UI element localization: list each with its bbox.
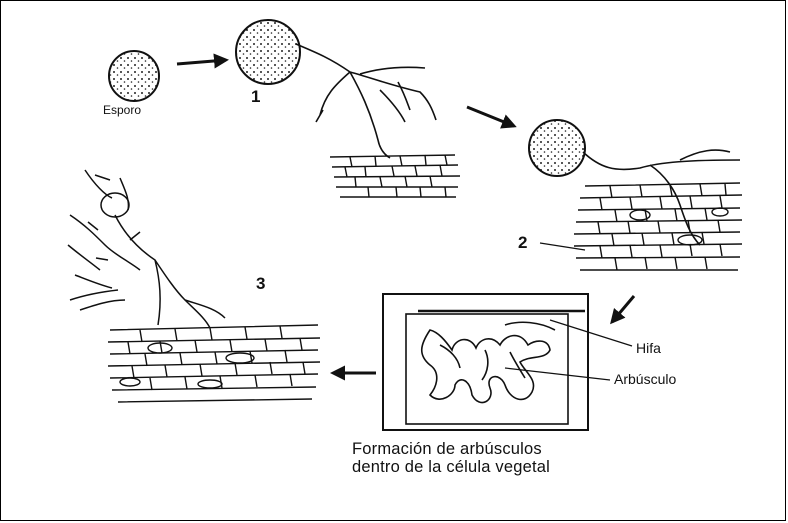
- arrow-0-to-1: [177, 60, 226, 64]
- spore-stage-0: [109, 51, 159, 101]
- caption-line-2: dentro de la célula vegetal: [352, 458, 550, 476]
- spore-stage-2: [529, 120, 740, 245]
- arbuscule-label: Arbúsculo: [614, 371, 676, 387]
- pointer-arbuscule: [505, 368, 610, 380]
- arrow-1-to-2: [467, 107, 514, 126]
- stage-number-2: 2: [518, 233, 527, 253]
- root-tissue-stage-3: [108, 325, 320, 402]
- figure-caption: Formación de arbúsculos dentro de la cél…: [352, 440, 550, 476]
- cell-arbuscule-box: [383, 294, 588, 430]
- caption-line-1: Formación de arbúsculos: [352, 440, 550, 458]
- root-tissue-stage-1: [330, 155, 460, 197]
- arrow-2-to-cell: [612, 296, 634, 322]
- spore-label: Esporo: [103, 103, 141, 117]
- stage-number-1: 1: [251, 87, 260, 107]
- external-hyphae-stage-3: [68, 170, 225, 328]
- spore-stage-1: [236, 20, 436, 158]
- stage-number-3: 3: [256, 274, 265, 294]
- pointer-hifa: [550, 320, 632, 346]
- hypha-label: Hifa: [636, 340, 661, 356]
- root-tissue-stage-2: [574, 183, 742, 270]
